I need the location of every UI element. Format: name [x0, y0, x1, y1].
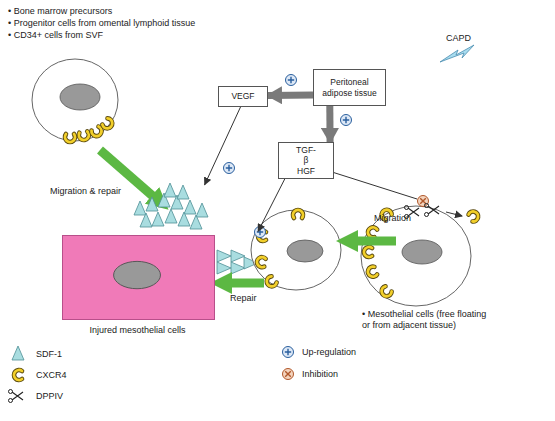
- annotation-label: • Mesothelial cells (free floating or fr…: [362, 309, 494, 332]
- cell-label: Injured mesothelial cells: [60, 325, 215, 336]
- annotation-label: • CD34+ cells from SVF: [8, 30, 103, 41]
- factor-box: VEGF: [218, 86, 268, 107]
- cell-body: [62, 235, 215, 320]
- annotation-label: • Bone marrow precursors: [8, 6, 112, 17]
- annotation-label: CAPD: [446, 33, 471, 44]
- annotation-label: Repair: [230, 293, 257, 304]
- legend-text: DPPIV: [36, 391, 63, 402]
- box-text: VEGF: [231, 91, 254, 101]
- legend-text: CXCR4: [36, 370, 67, 381]
- annotation-label: • Progenitor cells from omental lymphoid…: [8, 18, 195, 29]
- annotation-label: Migration: [374, 213, 411, 224]
- annotation-label: Migration & repair: [50, 186, 121, 197]
- box-text: TGF-β HGF: [296, 145, 316, 176]
- injured-cell: Injured mesothelial cells: [60, 185, 258, 340]
- factor-box: TGF-β HGF: [278, 142, 334, 179]
- connector-arrow: [258, 179, 285, 232]
- source-box: Peritoneal adipose tissue: [313, 69, 386, 106]
- box-text: Peritoneal adipose tissue: [318, 77, 381, 97]
- cell-nucleus: [63, 236, 214, 319]
- legend-text: Inhibition: [302, 369, 338, 380]
- connector-arrow: [205, 107, 241, 185]
- legend-text: SDF-1: [36, 349, 62, 360]
- connector-arrow: [326, 106, 333, 142]
- connector-arrow: [268, 91, 313, 99]
- legend-text: Up-regulation: [302, 347, 356, 358]
